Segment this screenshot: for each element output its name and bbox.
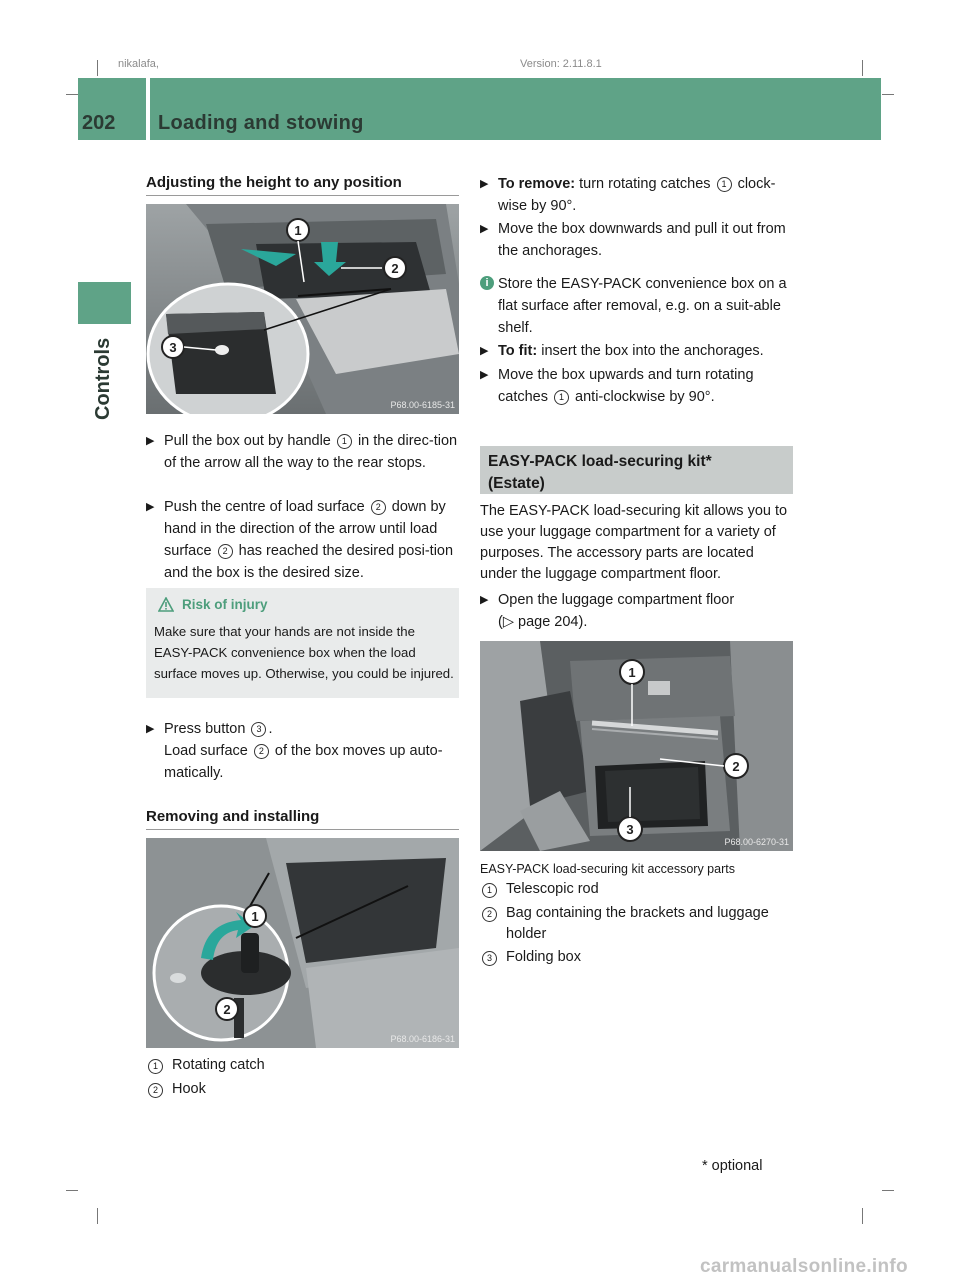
side-tab-label: Controls bbox=[92, 337, 114, 420]
crop-mark bbox=[882, 1190, 894, 1191]
svg-text:2: 2 bbox=[391, 261, 398, 276]
optional-footnote: * optional bbox=[702, 1158, 763, 1174]
top-right-small-text: Version: 2.11.8.1 bbox=[520, 58, 602, 70]
step-move-down: ▶ Move the box downwards and pull it out… bbox=[480, 218, 794, 262]
crop-mark bbox=[97, 60, 98, 76]
heading-rule bbox=[146, 195, 459, 196]
step-to-remove: ▶ To remove: turn rotating catches 1 clo… bbox=[480, 173, 794, 217]
step-arrow-icon: ▶ bbox=[146, 435, 155, 447]
crop-mark bbox=[66, 94, 78, 95]
step-arrow-icon: ▶ bbox=[480, 223, 489, 235]
step-push-centre: ▶ Push the centre of load surface 2 down… bbox=[146, 496, 460, 584]
svg-text:2: 2 bbox=[223, 1002, 230, 1017]
svg-text:1: 1 bbox=[294, 223, 301, 238]
legend-item: 1 Telescopic rod bbox=[480, 879, 794, 900]
header-separator bbox=[146, 78, 150, 140]
step-arrow-icon: ▶ bbox=[480, 369, 489, 381]
kit-heading: EASY-PACK load-securing kit* (Estate) bbox=[488, 453, 712, 492]
photo-easy-pack-box: 1 2 3 P68.00-6185-31 bbox=[146, 204, 459, 414]
legend-item: 3 Folding box bbox=[480, 947, 794, 968]
header-band bbox=[78, 78, 881, 140]
section-title: Loading and stowing bbox=[158, 112, 364, 134]
info-note: i Store the EASY-PACK convenience box on… bbox=[480, 273, 794, 339]
legend-item: 1 Rotating catch bbox=[146, 1055, 460, 1076]
image-caption: EASY-PACK load-securing kit accessory pa… bbox=[480, 862, 735, 876]
step-arrow-icon: ▶ bbox=[146, 723, 155, 735]
svg-text:1: 1 bbox=[251, 909, 258, 924]
watermark-text: carmanualsonline.info bbox=[700, 1256, 908, 1277]
svg-text:3: 3 bbox=[169, 340, 176, 355]
crop-mark bbox=[97, 1208, 98, 1224]
svg-text:3: 3 bbox=[626, 822, 633, 837]
crop-mark bbox=[862, 1208, 863, 1224]
kit-description: The EASY-PACK load-securing kit allows y… bbox=[480, 503, 788, 582]
step-to-fit: ▶ To fit: insert the box into the anchor… bbox=[480, 340, 794, 362]
image-code: P68.00-6185-31 bbox=[390, 400, 455, 410]
kit-heading-band: EASY-PACK load-securing kit* (Estate) bbox=[480, 446, 793, 494]
side-tab-block bbox=[78, 282, 131, 324]
step-press-button: ▶ Press button 3. Load surface 2 of the … bbox=[146, 718, 460, 784]
image-code: P68.00-6186-31 bbox=[390, 1034, 455, 1044]
photo-load-securing-kit: 1 2 3 P68.00-6270-31 bbox=[480, 641, 793, 851]
warning-text: Make sure that your hands are not inside… bbox=[154, 624, 454, 681]
step-pull-box: ▶ Pull the box out by handle 1 in the di… bbox=[146, 430, 460, 474]
info-icon: i bbox=[480, 276, 494, 290]
warning-box: Risk of injury Make sure that your hands… bbox=[146, 588, 459, 698]
page-ref-link[interactable]: (▷ page 204). bbox=[498, 614, 588, 630]
step-arrow-icon: ▶ bbox=[146, 501, 155, 513]
crop-mark bbox=[66, 1190, 78, 1191]
step-arrow-icon: ▶ bbox=[480, 345, 489, 357]
warning-title: Risk of injury bbox=[182, 597, 268, 612]
svg-text:1: 1 bbox=[628, 665, 635, 680]
warning-triangle-icon bbox=[158, 597, 174, 612]
step-open-floor: ▶ Open the luggage compartment floor(▷ p… bbox=[480, 589, 794, 633]
heading-rule bbox=[146, 829, 459, 830]
legend-item: 2 Hook bbox=[146, 1079, 460, 1100]
legend-item: 2 Bag containing the brackets and luggag… bbox=[480, 903, 794, 945]
svg-text:2: 2 bbox=[732, 759, 739, 774]
image-code: P68.00-6270-31 bbox=[724, 837, 789, 847]
photo-rotating-catch: 1 2 P68.00-6186-31 bbox=[146, 838, 459, 1048]
page-number: 202 bbox=[82, 112, 116, 134]
step-move-up: ▶ Move the box upwards and turn rotating… bbox=[480, 364, 794, 408]
heading-adjust-height: Adjusting the height to any position bbox=[146, 174, 402, 191]
heading-removing-installing: Removing and installing bbox=[146, 808, 320, 825]
top-left-small-text: nikalafa, bbox=[118, 58, 159, 70]
step-arrow-icon: ▶ bbox=[480, 594, 489, 606]
crop-mark bbox=[882, 94, 894, 95]
crop-mark bbox=[862, 60, 863, 76]
step-arrow-icon: ▶ bbox=[480, 178, 489, 190]
